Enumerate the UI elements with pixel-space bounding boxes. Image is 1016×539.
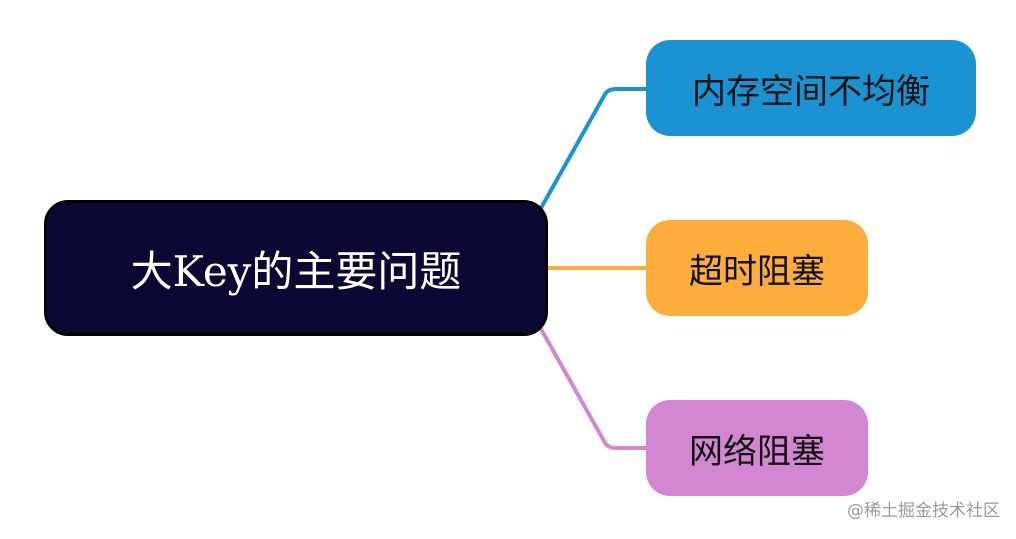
child-label-memory-imbalance: 内存空间不均衡 — [692, 71, 930, 112]
child-node-network-blocking[interactable]: 网络阻塞 — [646, 400, 868, 496]
connector-memory — [539, 87, 648, 210]
child-label-timeout-blocking: 超时阻塞 — [689, 251, 825, 292]
child-node-timeout-blocking[interactable]: 超时阻塞 — [646, 220, 868, 316]
watermark: @稀土掘金技术社区 — [847, 501, 1000, 521]
root-node[interactable]: 大Key的主要问题 — [44, 200, 548, 336]
child-node-memory-imbalance[interactable]: 内存空间不均衡 — [646, 40, 976, 136]
root-label: 大Key的主要问题 — [130, 246, 462, 296]
connector-network — [539, 327, 648, 450]
child-label-network-blocking: 网络阻塞 — [689, 431, 825, 472]
